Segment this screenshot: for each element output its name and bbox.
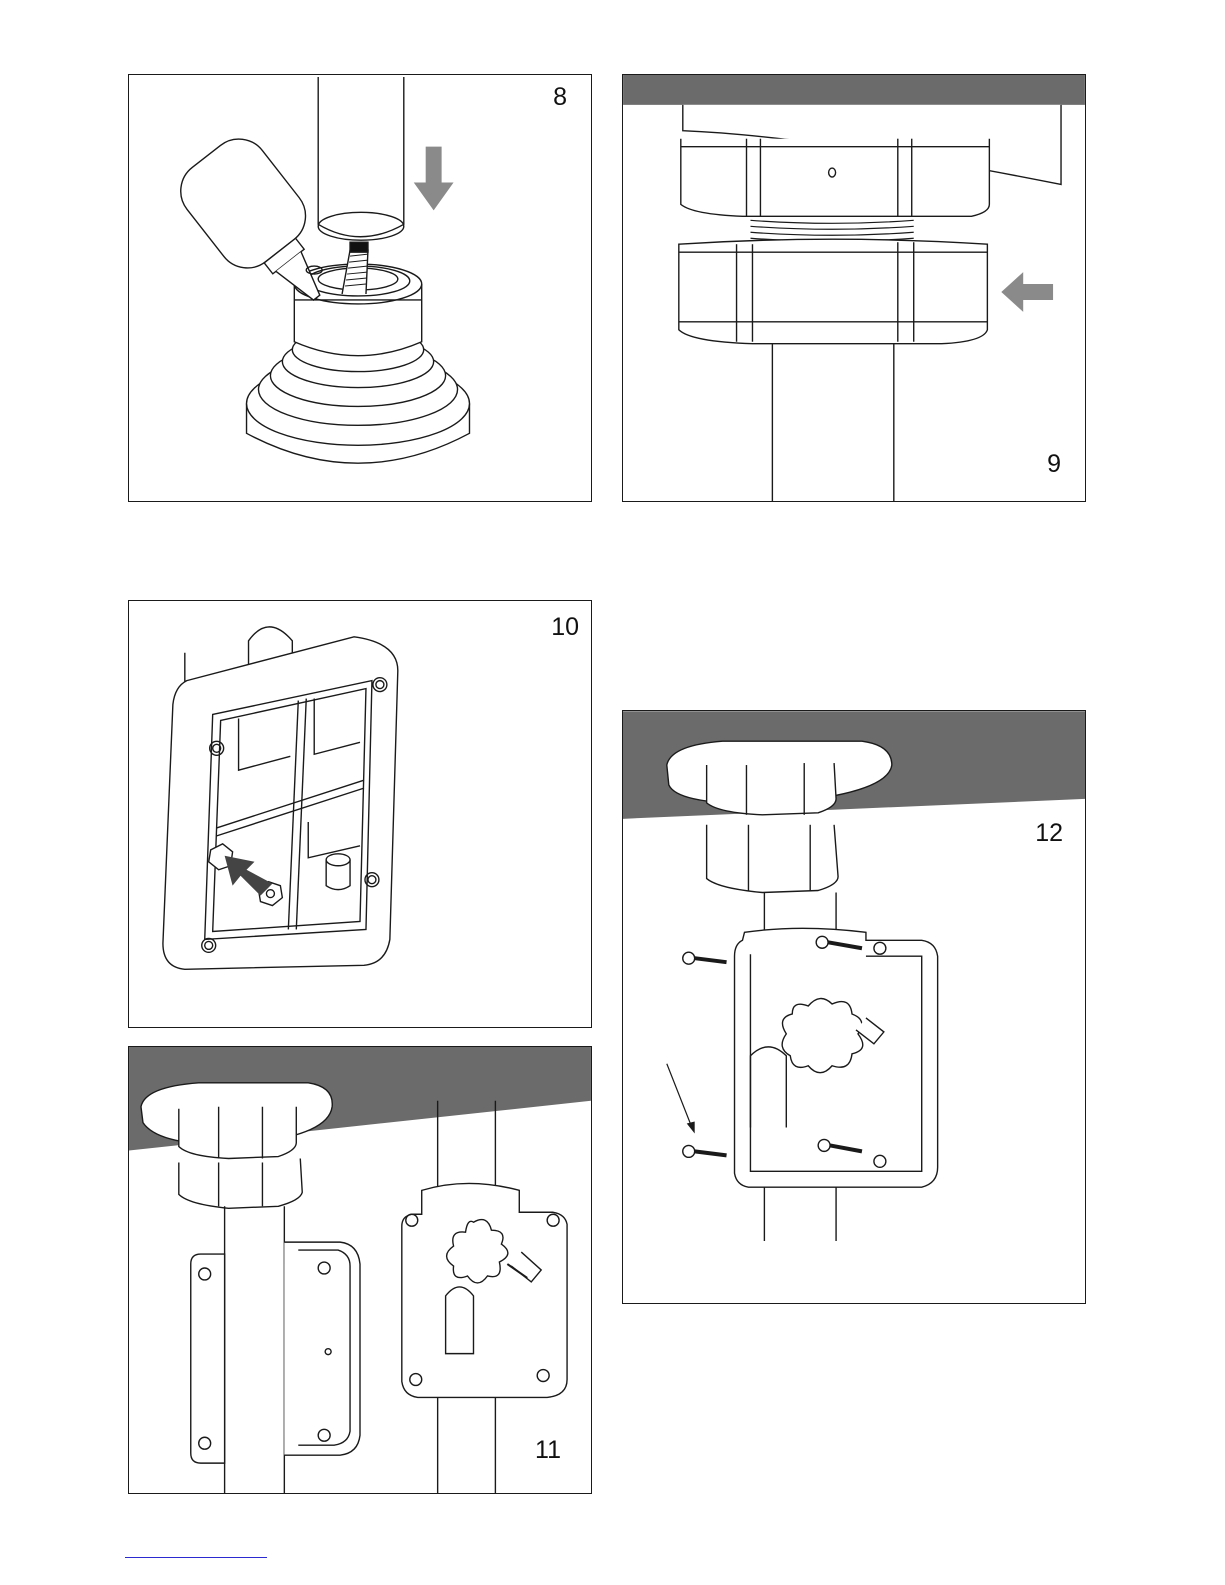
step-8-panel: 8 [128,74,592,502]
tighten-nut-on-pole-illustration [623,75,1085,501]
glue-applied-to-threaded-rod-illustration [129,75,591,501]
step-number: 8 [553,83,567,112]
step-12-panel: 12 [622,710,1086,1304]
attach-clamp-to-pole-illustration [129,1047,591,1493]
insert-nut-into-bracket-illustration [129,601,591,1027]
step-9-panel: 9 [622,74,1086,502]
step-number: 12 [1035,819,1063,848]
footer-rule [125,1557,267,1558]
step-number: 11 [535,1436,561,1465]
step-number: 9 [1047,450,1061,479]
step-number: 10 [551,613,579,642]
step-11-panel: 11 [128,1046,592,1494]
step-10-panel: 10 [128,600,592,1028]
screw-clamp-to-pole-illustration [623,711,1085,1303]
